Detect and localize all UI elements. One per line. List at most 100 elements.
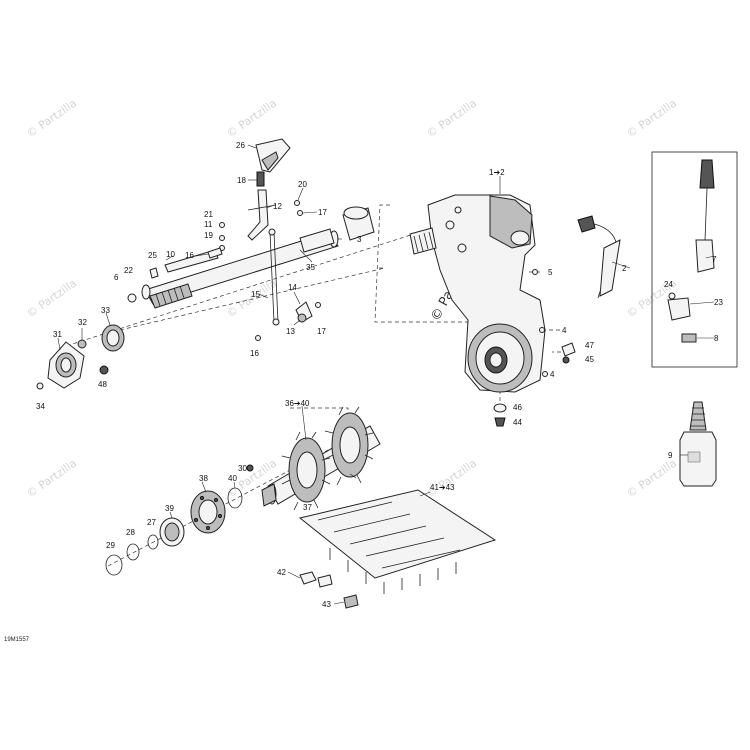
watermark: © Partzilla <box>24 457 79 501</box>
callout-42: 42 <box>277 568 286 577</box>
sprocket-b-teeth <box>324 406 374 486</box>
sensor-7-connector <box>699 159 715 189</box>
leader-39 <box>169 511 173 519</box>
callout-38: 38 <box>199 474 208 483</box>
lever-pin <box>247 204 277 211</box>
bolt-16b <box>255 335 261 341</box>
callout-19: 19 <box>204 231 213 240</box>
axis-line-drive <box>107 427 371 567</box>
bolt-20 <box>294 200 300 206</box>
callout-4a: 4 <box>562 326 567 335</box>
leader-41 <box>419 491 431 497</box>
bolt-21 <box>219 222 225 228</box>
kit-frame <box>651 151 738 368</box>
callout-39: 39 <box>165 504 174 513</box>
washer-6 <box>141 284 151 300</box>
circlip-29 <box>105 554 123 576</box>
leader-17 <box>302 211 318 214</box>
shaft-35 <box>144 231 339 305</box>
leader-23 <box>689 301 715 305</box>
callout-46: 46 <box>513 403 522 412</box>
axle-bearing-stack <box>105 487 243 576</box>
clip-42b <box>317 574 333 588</box>
sensor-7-wire <box>704 187 708 241</box>
bracket-23 <box>667 297 691 321</box>
callout-41-43: 41➔43 <box>430 483 455 492</box>
callout-8: 8 <box>714 334 719 343</box>
leader-16 <box>195 253 209 257</box>
callout-47: 47 <box>585 341 594 350</box>
bearing-group-left <box>36 324 125 390</box>
gearbox-boss-1 <box>445 220 455 230</box>
callout-labels: 26 18 20 12 17 21 19 11 16 10 25 22 6 3 … <box>36 141 723 609</box>
callout-34: 34 <box>36 402 45 411</box>
rod-15-end-bottom <box>272 318 280 326</box>
drive-axle-assembly <box>246 406 381 511</box>
sprocket-b-hub <box>339 426 361 464</box>
leader-lines <box>57 144 715 605</box>
gearbox-breather <box>510 230 530 246</box>
gearbox-boss-3 <box>454 206 462 214</box>
leader-2 <box>611 261 631 269</box>
watermark: © Partzilla <box>424 457 479 501</box>
ring-28 <box>126 543 140 561</box>
lever-12 <box>247 189 269 241</box>
washer-22 <box>127 293 137 303</box>
callout-14: 14 <box>288 283 297 292</box>
leader-37 <box>349 473 357 479</box>
leader-38 <box>201 481 207 493</box>
callout-10: 10 <box>166 250 175 259</box>
bearing-38-bolt-1 <box>200 496 204 500</box>
rod-10 <box>164 249 219 273</box>
bearing-33-inner <box>106 329 120 347</box>
bearing-38-bolt-3 <box>218 514 222 518</box>
watermark: © Partzilla <box>624 97 679 141</box>
callout-7: 7 <box>712 255 717 264</box>
clip-42a <box>299 571 317 585</box>
watermark: © Partzilla <box>224 97 279 141</box>
axis-line-shaft-lower <box>119 267 386 331</box>
bearing-38-inner <box>198 499 218 525</box>
callout-15: 15 <box>251 290 260 299</box>
leader-26 <box>247 144 257 149</box>
callout-27: 27 <box>147 518 156 527</box>
callout-22: 22 <box>124 266 133 275</box>
gearbox-boss-2 <box>457 243 467 253</box>
callout-32: 32 <box>78 318 87 327</box>
leader-42 <box>287 571 301 579</box>
grommet-8 <box>681 333 697 343</box>
shaft-35-collar <box>299 228 335 253</box>
seal-46 <box>493 403 507 413</box>
washer-45 <box>562 356 570 364</box>
clip-25 <box>149 267 159 279</box>
cable-assembly <box>577 215 621 299</box>
plug-47 <box>561 342 576 357</box>
diagram-code: 19M1557 <box>4 637 30 643</box>
callout-18: 18 <box>237 176 246 185</box>
leader-15 <box>258 293 269 299</box>
leader-40 <box>233 481 236 489</box>
leader-13 <box>293 319 301 326</box>
callout-5: 5 <box>548 268 553 277</box>
nut-17 <box>297 210 303 216</box>
bushing-3-end <box>343 206 369 220</box>
callout-35: 35 <box>306 263 315 272</box>
bolt-34 <box>36 382 44 390</box>
sprocket-a-teeth <box>281 431 331 511</box>
leader-36 <box>301 405 307 441</box>
nut-48 <box>99 365 109 375</box>
screw-4a <box>539 327 545 333</box>
callout-2: 2 <box>622 264 627 273</box>
callout-6: 6 <box>114 273 119 282</box>
oil-bottle <box>679 401 717 487</box>
callout-43: 43 <box>322 600 331 609</box>
slide-plate-legs <box>329 548 457 594</box>
input-spline-teeth <box>413 231 434 253</box>
slide-plate-41 <box>298 489 497 579</box>
bolt-17b <box>315 302 321 308</box>
callout-11: 11 <box>204 220 213 229</box>
clip-30 <box>246 464 254 472</box>
callout-16b: 16 <box>250 349 259 358</box>
oil-bottle-cap-ribs <box>690 407 706 427</box>
